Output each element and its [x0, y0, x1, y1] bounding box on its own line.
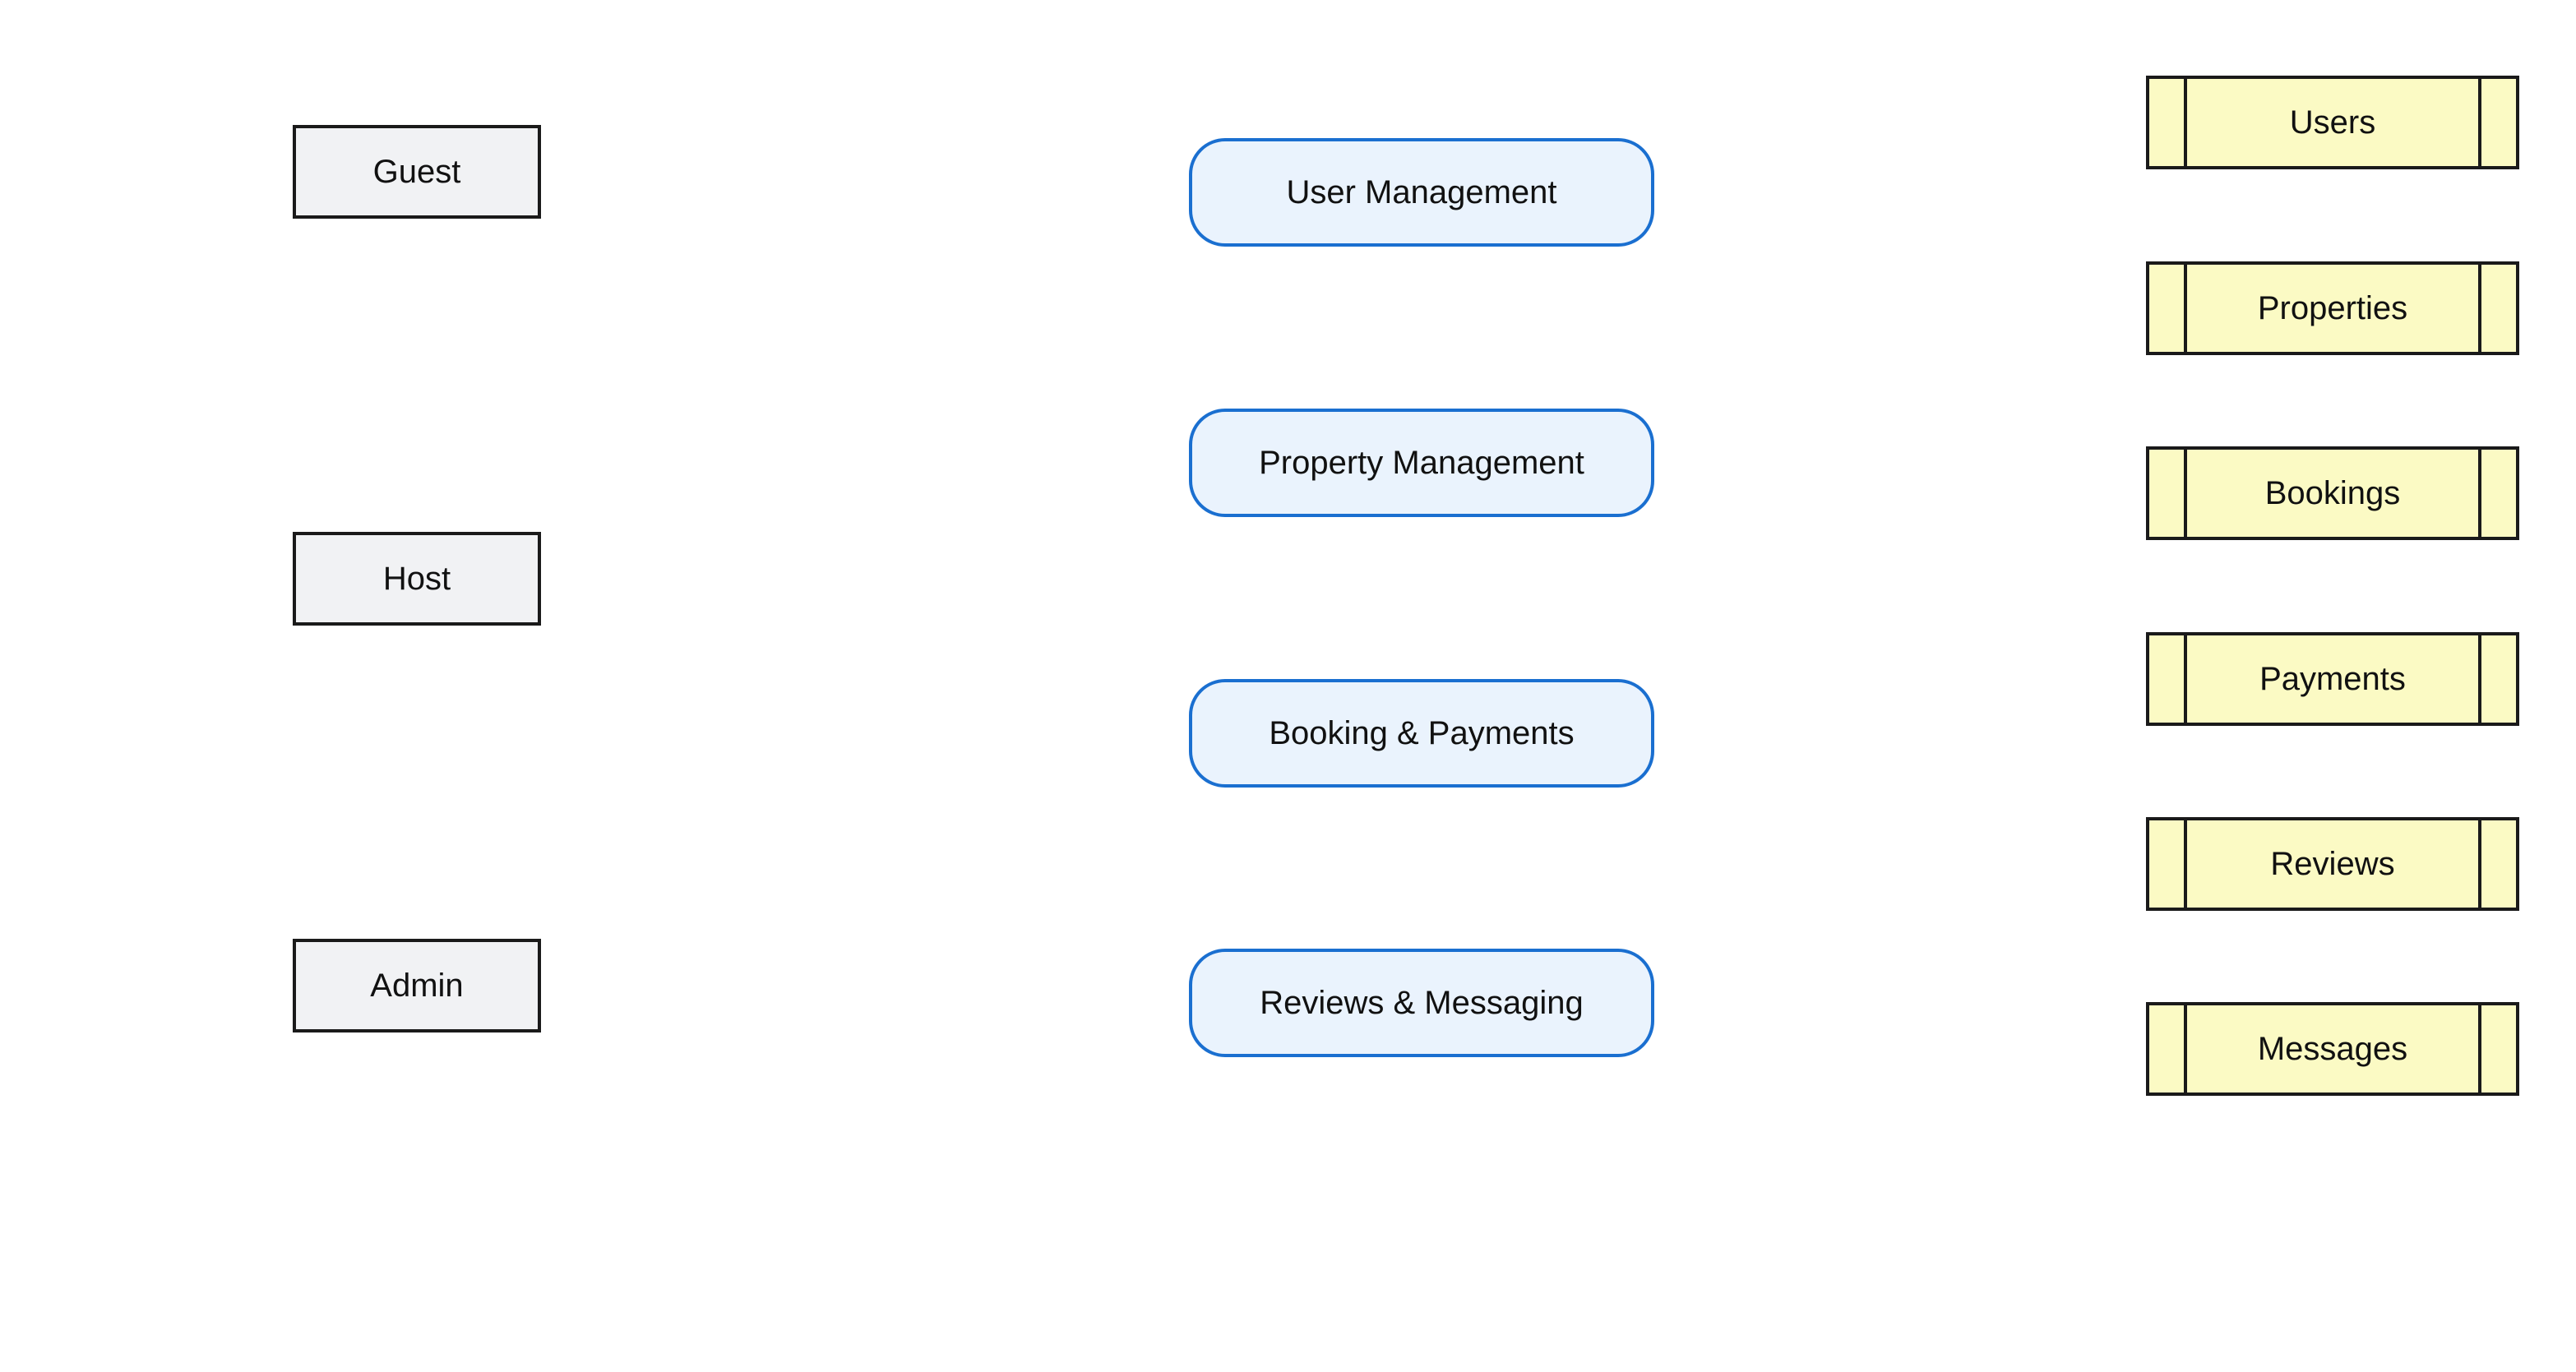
process-user-management[interactable]: User Management — [1189, 138, 1654, 247]
store-messages[interactable]: Messages — [2146, 1002, 2519, 1096]
store-users-label: Users — [2289, 104, 2376, 141]
process-property-management[interactable]: Property Management — [1189, 409, 1654, 517]
store-reviews-label: Reviews — [2270, 846, 2395, 882]
process-reviews-messaging-label: Reviews & Messaging — [1260, 985, 1584, 1021]
process-booking-payments[interactable]: Booking & Payments — [1189, 679, 1654, 788]
store-payments[interactable]: Payments — [2146, 632, 2519, 726]
store-messages-label: Messages — [2257, 1031, 2408, 1067]
store-bookings[interactable]: Bookings — [2146, 446, 2519, 540]
entity-host-label: Host — [382, 561, 451, 597]
process-reviews-messaging[interactable]: Reviews & Messaging — [1189, 949, 1654, 1057]
entity-host[interactable]: Host — [293, 532, 541, 626]
process-user-management-label: User Management — [1286, 174, 1557, 210]
entity-admin[interactable]: Admin — [293, 939, 541, 1032]
store-properties[interactable]: Properties — [2146, 261, 2519, 355]
store-bookings-label: Bookings — [2264, 475, 2401, 511]
store-payments-label: Payments — [2259, 661, 2406, 697]
process-property-management-label: Property Management — [1259, 445, 1584, 481]
store-users[interactable]: Users — [2146, 76, 2519, 169]
entity-admin-label: Admin — [370, 968, 464, 1004]
entity-guest-label: Guest — [372, 154, 461, 190]
store-reviews[interactable]: Reviews — [2146, 817, 2519, 911]
process-booking-payments-label: Booking & Payments — [1269, 715, 1575, 751]
store-properties-label: Properties — [2257, 290, 2408, 326]
entity-guest[interactable]: Guest — [293, 125, 541, 219]
